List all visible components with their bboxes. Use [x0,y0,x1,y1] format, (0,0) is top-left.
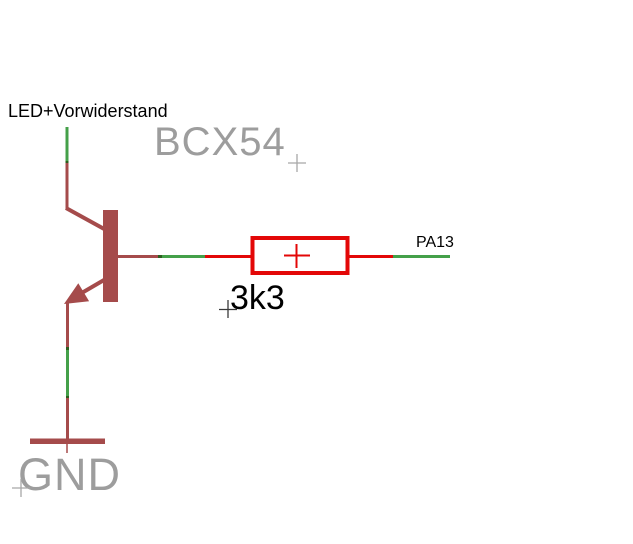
resistor-value-cross-icon[interactable] [219,300,237,318]
resistor-body[interactable] [250,236,350,275]
transistor-name-text[interactable]: BCX54 [154,120,286,164]
gnd-bar[interactable] [30,438,105,445]
transistor-bcx54[interactable]: BCX54 [64,120,306,348]
net-pa13[interactable]: PA13 [393,234,454,258]
resistor-origin-cross-icon[interactable] [284,244,310,268]
gnd-name-text[interactable]: GND [18,449,121,500]
resistor-3k3[interactable]: 3k3 [205,236,393,318]
resistor-value-text[interactable]: 3k3 [230,279,285,317]
emitter-arrow-icon[interactable] [64,283,90,304]
gnd-origin-cross-icon[interactable] [12,479,30,497]
ground-symbol[interactable]: GND [12,398,121,500]
net-label-led-vorwiderstand[interactable]: LED+Vorwiderstand [8,101,168,121]
transistor-origin-cross-icon[interactable] [288,154,306,172]
collector-lead[interactable] [65,206,107,232]
net-led-vorwiderstand[interactable]: LED+Vorwiderstand [8,101,168,165]
transistor-base-bar[interactable] [103,210,118,302]
emitter-lead[interactable] [78,278,106,296]
net-label-pa13[interactable]: PA13 [416,234,454,251]
